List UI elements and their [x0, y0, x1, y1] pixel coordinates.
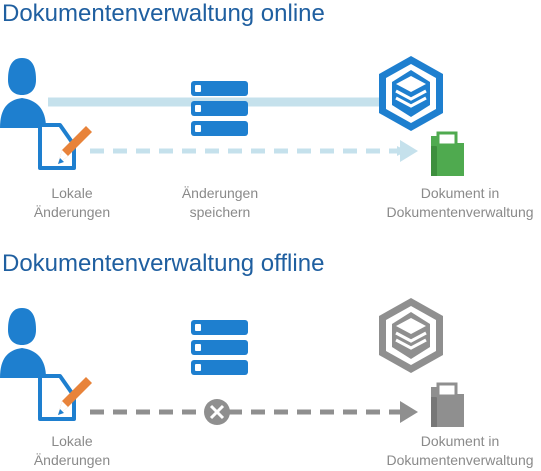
book-icon [431, 382, 464, 427]
local-changes-label: Lokale Änderungen [33, 185, 111, 220]
server-icon [191, 81, 248, 136]
document-label: Dokument in Dokumentenverwaltung [386, 433, 534, 468]
disconnected-icon [204, 399, 230, 425]
local-changes-label: Lokale Änderungen [33, 433, 111, 468]
online-arrow-head [400, 140, 418, 162]
document-management-icon [379, 56, 443, 131]
document-label: Dokument in Dokumentenverwaltung [386, 185, 534, 220]
user-icon [0, 58, 46, 128]
save-changes-label: Änderungen speichern [181, 185, 259, 220]
edit-document-icon [38, 374, 92, 421]
document-management-icon [379, 298, 443, 373]
online-title: Dokumentenverwaltung online [2, 0, 325, 27]
offline-title: Dokumentenverwaltung offline [2, 250, 325, 277]
offline-arrow-head [400, 401, 418, 423]
server-icon [191, 320, 248, 375]
edit-document-icon [38, 123, 92, 170]
user-icon [0, 308, 46, 378]
book-icon [431, 131, 464, 176]
